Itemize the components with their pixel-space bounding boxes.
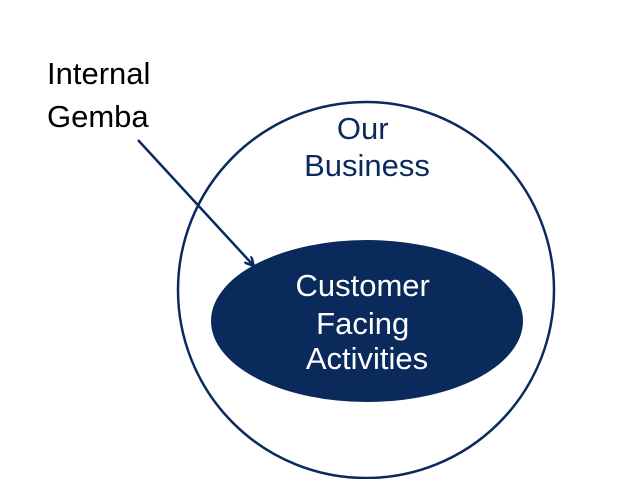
customer-facing-label-line-3: Activities [306, 341, 428, 376]
customer-facing-label-line-1: Customer [296, 268, 430, 303]
our-business-label-line-2: Business [304, 148, 430, 183]
customer-facing-label-line-2: Facing [316, 306, 409, 341]
internal-gemba-label-line-2: Gemba [47, 99, 149, 134]
gemba-arrow [137, 139, 253, 265]
our-business-label: Our Business [304, 111, 430, 183]
customer-facing-ellipse [211, 240, 523, 402]
our-business-label-line-1: Our [337, 111, 389, 146]
customer-facing-label: Customer Facing Activities [296, 268, 439, 376]
internal-gemba-label: Internal Gemba [47, 56, 159, 134]
internal-gemba-label-line-1: Internal [47, 56, 150, 91]
